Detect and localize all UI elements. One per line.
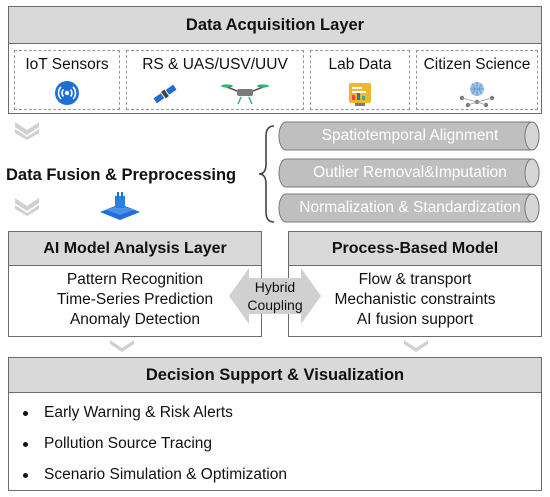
brace-connector — [258, 125, 275, 223]
process-model-item: Flow & transport — [358, 271, 472, 288]
source-label: Citizen Science — [423, 56, 531, 73]
source-label: IoT Sensors — [25, 56, 109, 73]
sensor-signal-icon — [55, 81, 79, 105]
fusion-step-outlier: Outlier Removal&Imputation — [313, 164, 507, 181]
source-label: RS & UAS/USV/UUV — [142, 56, 288, 73]
cylinder-step-shape — [278, 158, 540, 188]
hybrid-coupling-label: Hybrid Coupling — [229, 278, 321, 314]
fusion-preprocessing-title: Data Fusion & Preprocessing — [6, 165, 237, 184]
process-based-model: Process-Based Model Flow & transport Mec… — [288, 231, 542, 337]
coupling-line: Hybrid — [254, 279, 296, 295]
ai-model-items: Pattern Recognition Time-Series Predicti… — [9, 270, 261, 330]
ai-model-item: Time-Series Prediction — [56, 291, 214, 308]
decision-item: Early Warning & Risk Alerts — [23, 404, 233, 422]
process-model-title: Process-Based Model — [289, 232, 541, 266]
process-model-item: AI fusion support — [356, 311, 474, 328]
bullet-icon — [23, 472, 28, 478]
decision-item-label: Pollution Source Tracing — [44, 435, 213, 452]
coupling-line: Coupling — [247, 297, 303, 313]
process-model-items: Flow & transport Mechanistic constraints… — [289, 270, 541, 330]
process-model-item: Mechanistic constraints — [334, 291, 496, 308]
ai-model-item: Pattern Recognition — [66, 271, 204, 288]
chevron-down-icon — [15, 122, 39, 140]
cylinder-step-shape — [278, 121, 540, 151]
ai-model-item: Anomaly Detection — [69, 311, 201, 328]
bullet-icon — [23, 410, 28, 416]
fusion-step-normalization: Normalization & Standardization — [299, 199, 521, 216]
decision-item-label: Early Warning & Risk Alerts — [44, 404, 233, 421]
people-network-icon — [459, 82, 495, 108]
satellite-drone-icon — [153, 84, 269, 105]
decision-support-layer: Decision Support & Visualization Early W… — [8, 357, 542, 491]
fusion-processor-icon — [100, 192, 140, 220]
cylinder-step-shape — [278, 193, 540, 223]
source-iot-sensors: IoT Sensors — [14, 50, 120, 110]
decision-item: Pollution Source Tracing — [23, 435, 212, 453]
ai-model-title: AI Model Analysis Layer — [9, 232, 261, 266]
fusion-step-alignment: Spatiotemporal Alignment — [321, 127, 499, 144]
data-acquisition-layer: Data Acquisition Layer IoT Sensors RS & … — [8, 6, 542, 114]
decision-item-label: Scenario Simulation & Optimization — [44, 466, 287, 483]
bullet-icon — [23, 441, 28, 447]
decision-item: Scenario Simulation & Optimization — [23, 466, 287, 484]
ai-model-analysis-layer: AI Model Analysis Layer Pattern Recognit… — [8, 231, 262, 337]
source-label: Lab Data — [328, 56, 392, 73]
chevron-down-icon — [110, 340, 134, 352]
source-lab-data: Lab Data — [310, 50, 410, 110]
decision-title: Decision Support & Visualization — [9, 358, 541, 393]
source-rs-uas-usv-uuv: RS & UAS/USV/UUV — [126, 50, 304, 110]
chevron-down-icon — [404, 340, 428, 352]
double-arrow-icon — [229, 268, 321, 324]
source-citizen-science: Citizen Science — [416, 50, 538, 110]
lab-report-icon — [349, 83, 371, 106]
acquisition-layer-title: Data Acquisition Layer — [9, 7, 541, 44]
chevron-down-icon — [15, 198, 39, 216]
